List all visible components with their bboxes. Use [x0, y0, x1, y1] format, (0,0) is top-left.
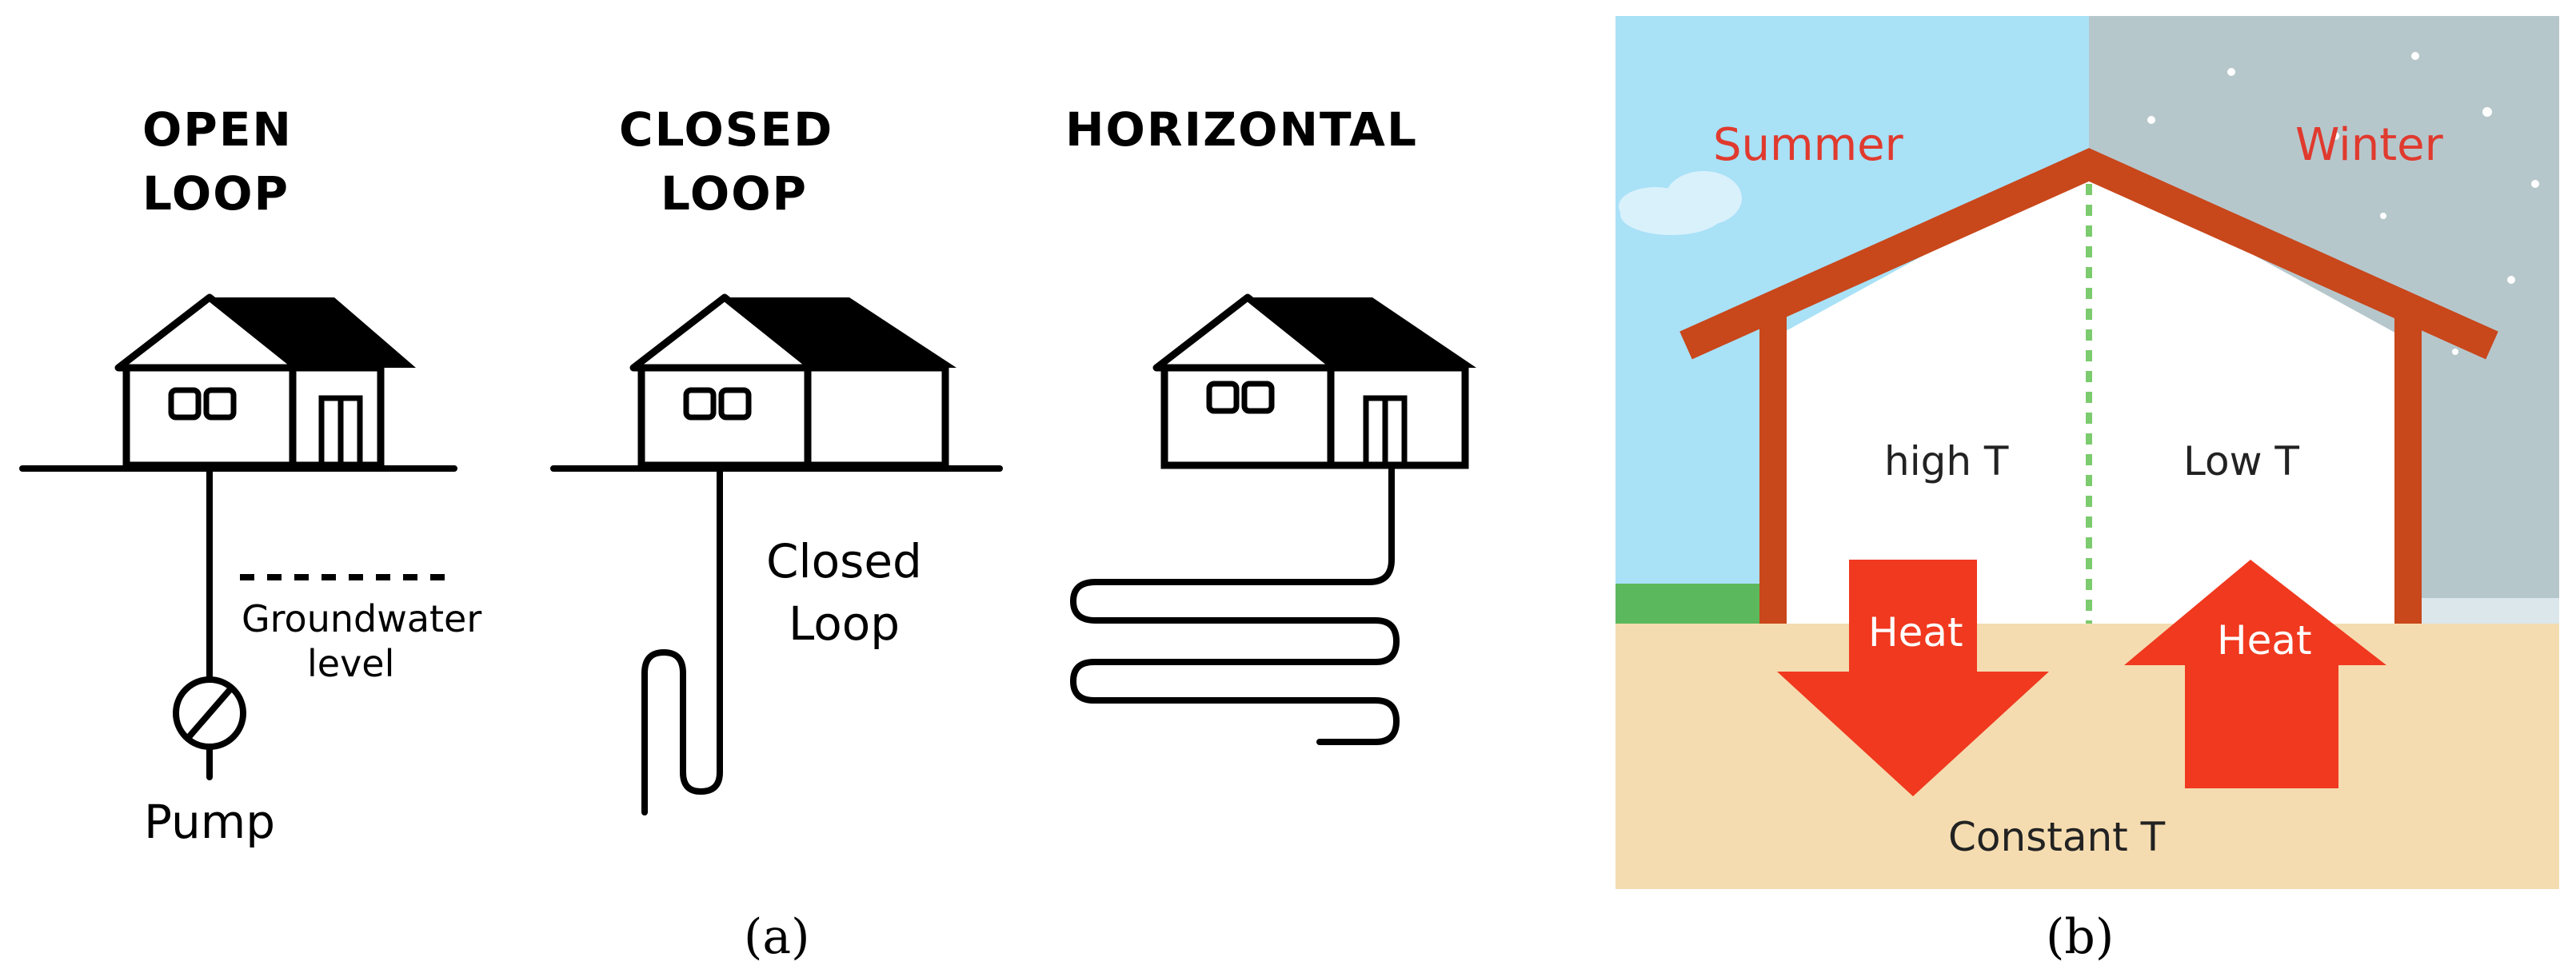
- groundwater-label-line2: level: [307, 642, 394, 685]
- vertical-loop-pipe: [641, 465, 723, 815]
- panel-a: OPEN LOOP: [19, 102, 1476, 965]
- grass: [1615, 584, 1775, 624]
- roof: [1679, 148, 2498, 360]
- panel-b: Summer Winter high T Low T Heat Heat Con…: [1615, 16, 2559, 965]
- closed-loop-label-line1: Closed: [766, 534, 922, 588]
- open-loop-title-line2: LOOP: [142, 166, 290, 221]
- caption-b: (b): [2046, 909, 2114, 965]
- left-wall: [1759, 312, 1787, 625]
- summer-label: Summer: [1713, 119, 1904, 171]
- house-icon: [114, 293, 416, 469]
- heat-down-arrow: [1777, 560, 2049, 796]
- horizontal-loop-diagram: HORIZONTAL: [1065, 102, 1476, 745]
- house-icon: [1152, 293, 1476, 469]
- closed-loop-title-line1: CLOSED: [619, 102, 833, 157]
- open-loop-diagram: OPEN LOOP: [19, 102, 481, 849]
- open-loop-title-line1: OPEN: [142, 102, 293, 157]
- right-wall: [2394, 312, 2422, 625]
- heat-down-label: Heat: [1868, 609, 1963, 656]
- heat-up-arrow: [2124, 560, 2386, 788]
- heat-up-label: Heat: [2217, 617, 2312, 664]
- cloud-icon: [1619, 171, 1742, 235]
- pump-label: Pump: [144, 795, 275, 849]
- low-t-label: Low T: [2183, 438, 2299, 485]
- pump-icon: [173, 676, 246, 750]
- closed-loop-diagram: CLOSED LOOP Closed Loop: [550, 102, 1003, 815]
- house-icon: [629, 293, 957, 469]
- horizontal-loop-pipe: [1070, 462, 1400, 745]
- closed-loop-title-line2: LOOP: [661, 166, 808, 221]
- snow-decoration: [2147, 52, 2539, 355]
- closed-loop-label-line2: Loop: [789, 596, 900, 651]
- groundwater-label-line1: Groundwater: [242, 597, 481, 640]
- caption-a: (a): [744, 909, 810, 965]
- snow-ground: [2415, 598, 2559, 624]
- ground: [1615, 624, 2559, 889]
- horizontal-title: HORIZONTAL: [1065, 102, 1418, 157]
- winter-label: Winter: [2295, 119, 2444, 171]
- high-t-label: high T: [1884, 438, 2009, 485]
- constant-t-label: Constant T: [1948, 814, 2166, 860]
